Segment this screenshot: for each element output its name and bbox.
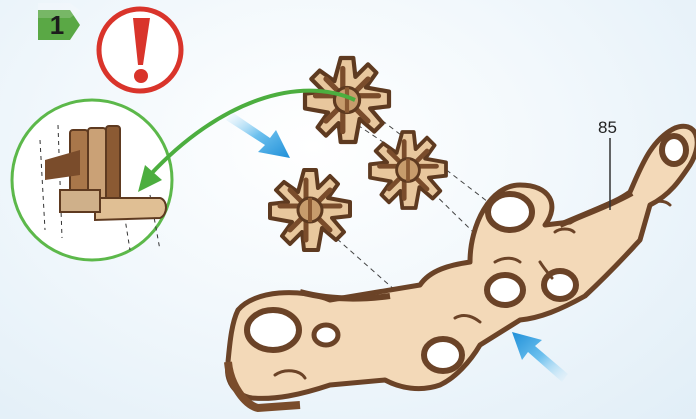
base-plate xyxy=(227,126,696,408)
exclamation-icon xyxy=(99,9,181,91)
insert-arrow-bottom xyxy=(512,332,568,382)
part-label: 85 xyxy=(598,118,617,138)
gear-right xyxy=(370,132,446,208)
insert-arrow-top xyxy=(226,112,290,158)
gear-top xyxy=(305,58,389,142)
gear-left xyxy=(270,170,350,250)
step-number: 1 xyxy=(44,9,70,41)
